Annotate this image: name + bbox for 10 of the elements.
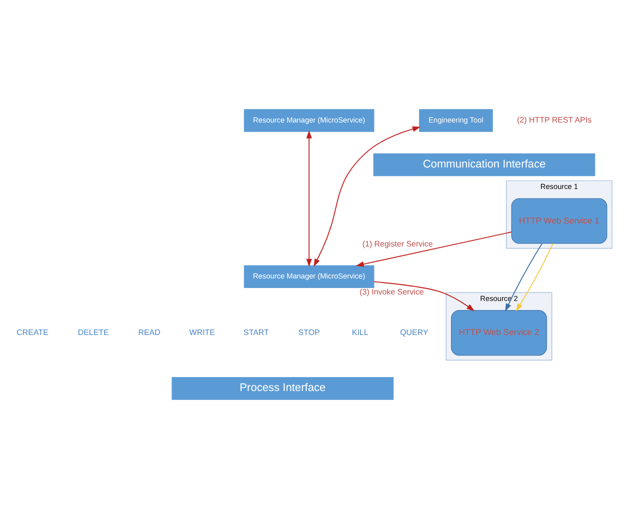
arrow <box>314 126 421 266</box>
node-box: Communication Interface <box>373 152 596 176</box>
arrow <box>356 231 512 266</box>
arrow <box>516 242 554 311</box>
node-box: HTTP Web Service 2 <box>451 310 547 356</box>
arrow <box>374 280 475 311</box>
arrow <box>306 130 312 266</box>
arrow <box>505 242 543 311</box>
node-box: Process Interface <box>172 376 394 400</box>
node-box: HTTP Web Service 1 <box>511 198 608 244</box>
